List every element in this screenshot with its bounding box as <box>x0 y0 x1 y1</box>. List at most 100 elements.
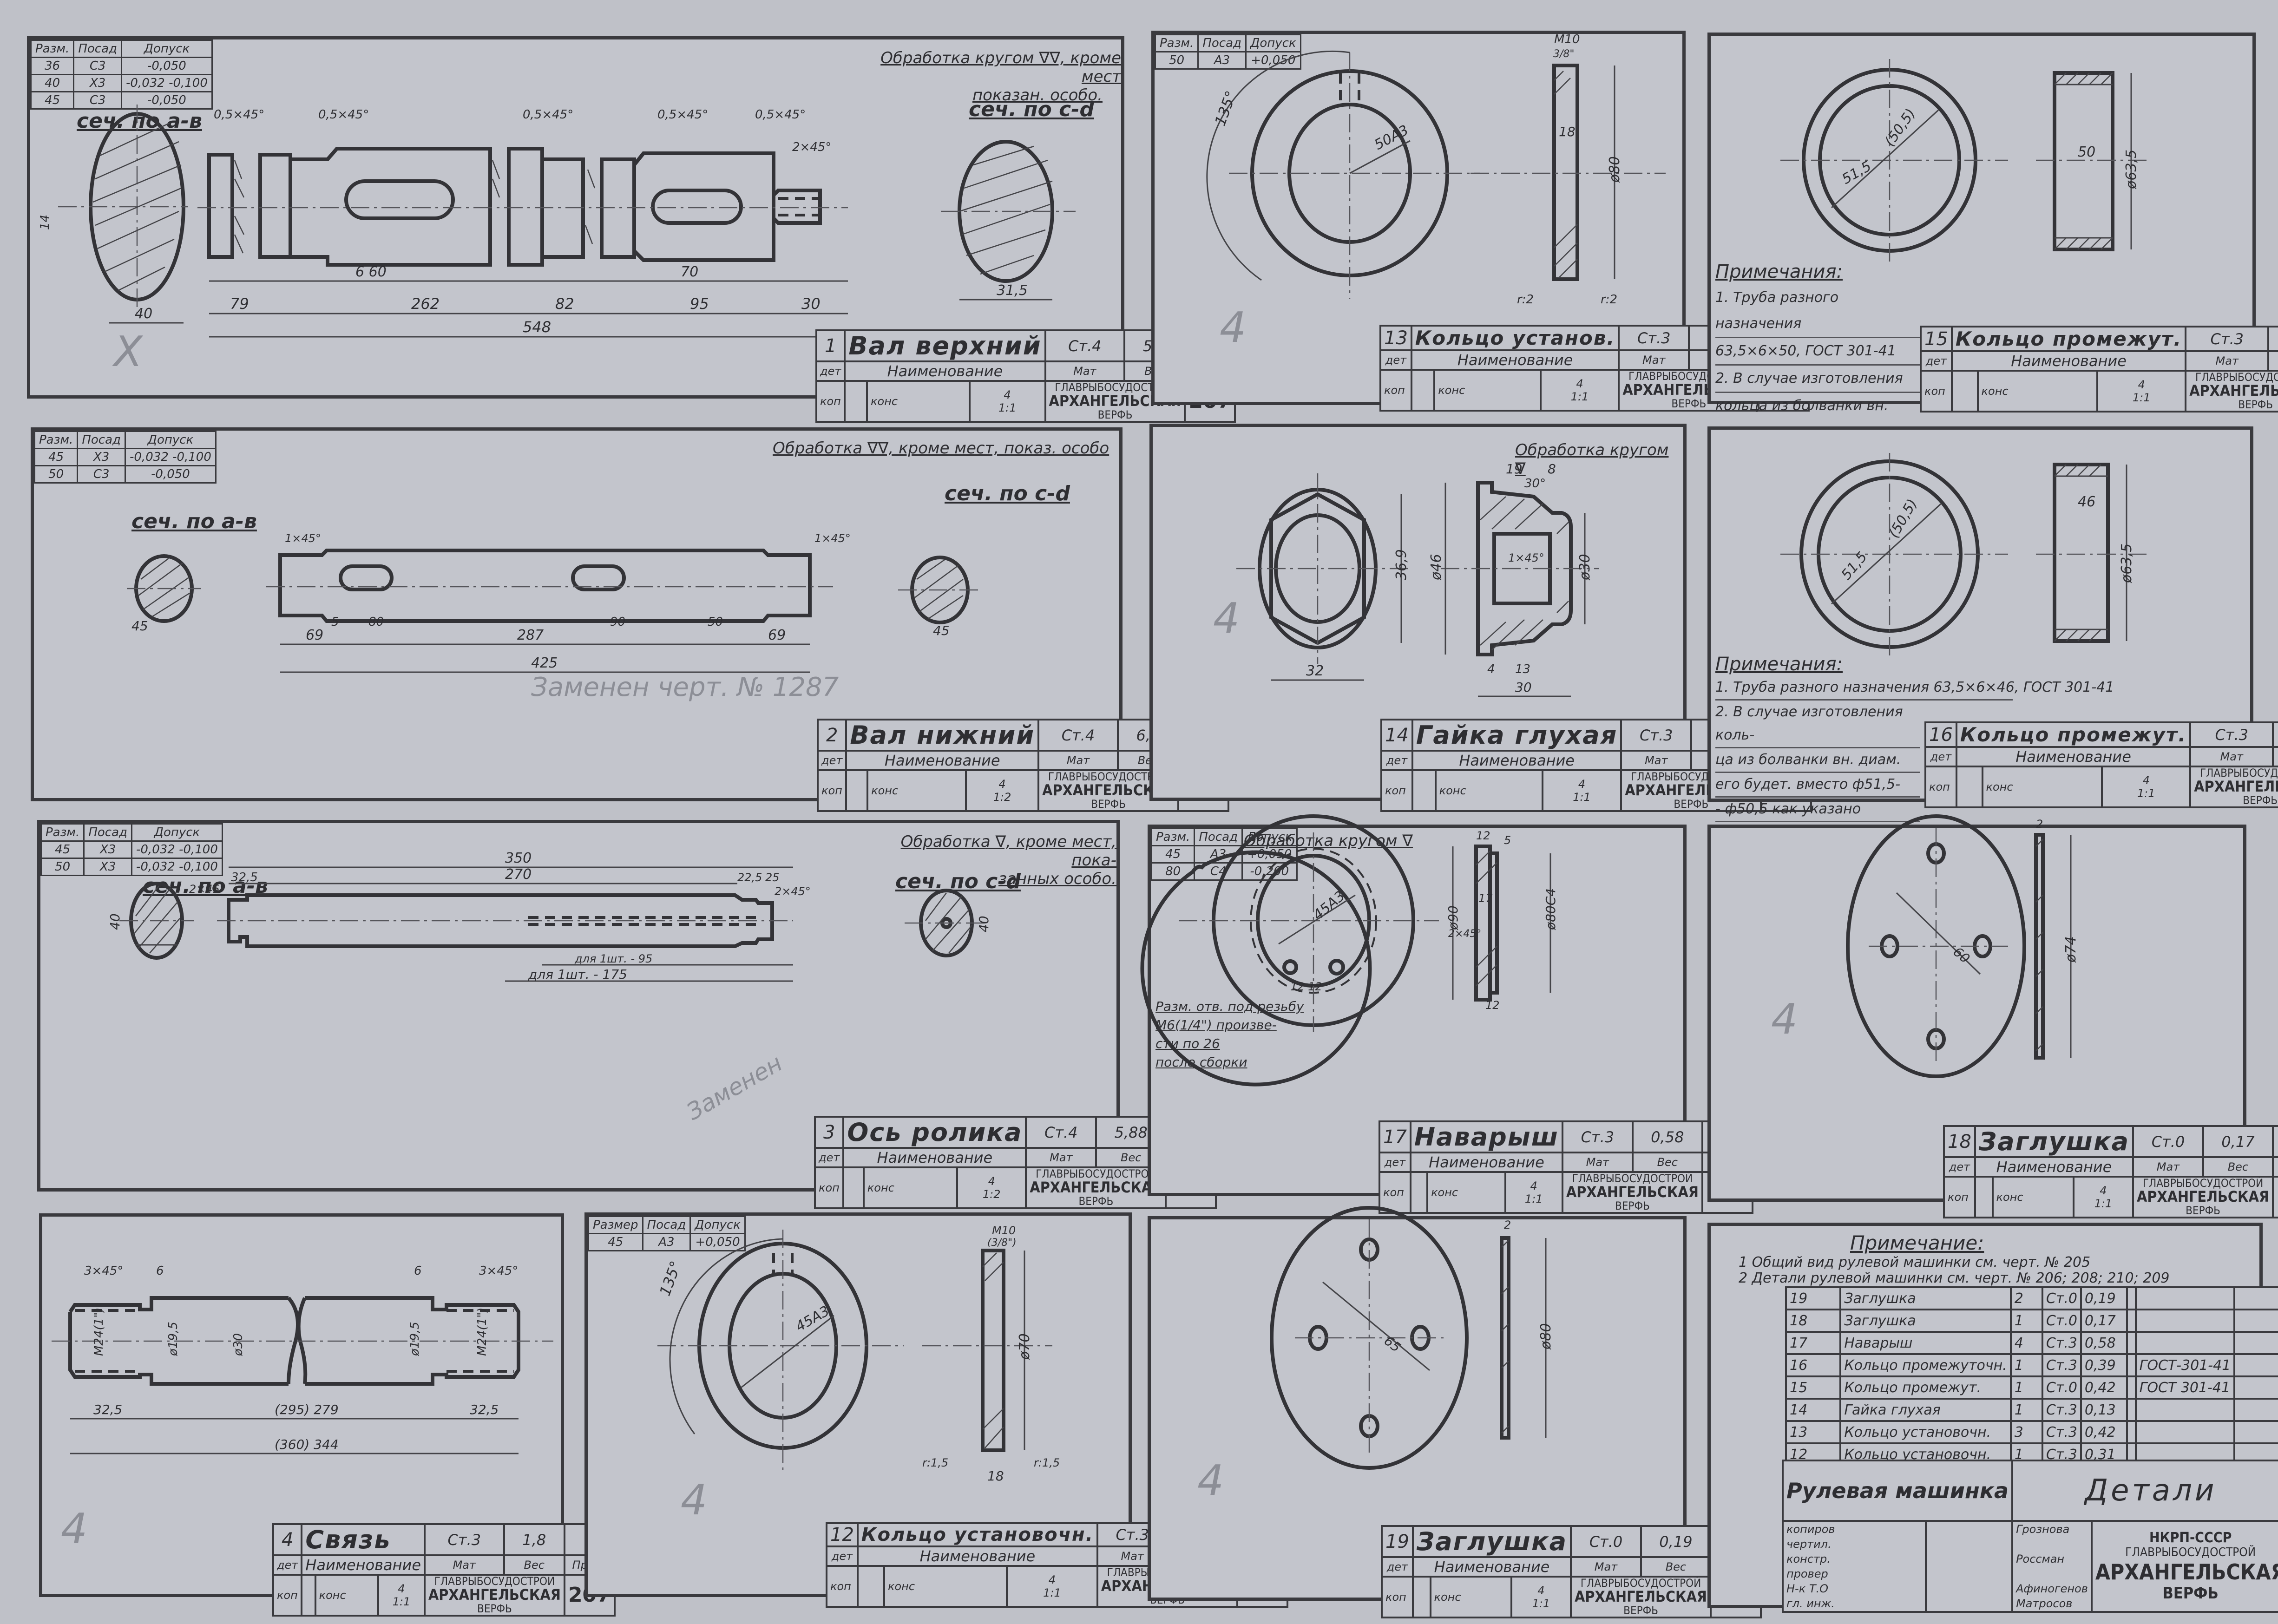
svg-text:40: 40 <box>107 913 123 930</box>
svg-text:1×45°: 1×45° <box>1508 551 1544 564</box>
svg-text:ø74: ø74 <box>2063 936 2079 963</box>
svg-text:M24(1"): M24(1") <box>92 1308 106 1356</box>
svg-text:262: 262 <box>411 295 440 313</box>
svg-text:32: 32 <box>1306 663 1324 679</box>
svg-text:69: 69 <box>306 627 323 643</box>
svg-text:(295) 279: (295) 279 <box>275 1402 339 1417</box>
svg-text:18: 18 <box>1559 124 1576 139</box>
pencil-mark: 4 <box>1220 303 1247 352</box>
pencil-note: Заменен черт. № 1287 <box>531 672 839 702</box>
svg-text:30: 30 <box>1515 680 1532 695</box>
section-label-ab: сеч. по а-в <box>131 510 257 533</box>
svg-text:2: 2 <box>1504 1218 1511 1231</box>
summary-notes: 1 Общий вид рулевой машинки см. черт. № … <box>1739 1254 2170 1286</box>
section-label-cd: сеч. по с-d <box>895 870 1021 893</box>
svg-text:5: 5 <box>1504 834 1511 847</box>
svg-text:ø80: ø80 <box>1538 1323 1554 1350</box>
pencil-mark: 4 <box>1771 995 1798 1044</box>
svg-text:13: 13 <box>1515 662 1530 676</box>
svg-text:65: 65 <box>1381 1333 1404 1356</box>
svg-text:270: 270 <box>505 866 532 883</box>
svg-text:1×45°: 1×45° <box>814 532 851 545</box>
drawing-title: Детали <box>2011 1460 2278 1522</box>
svg-text:r:2: r:2 <box>1517 293 1534 307</box>
svg-text:12: 12 <box>1476 829 1490 842</box>
summary-notes-title: Примечание: <box>1850 1231 1984 1254</box>
processing-note: Обработка ∇∇, кроме мест, показ. особо <box>773 439 1109 458</box>
ring-drawing: 51,5(50,5) ø63,5 46 <box>1780 453 2147 657</box>
svg-text:ø80С4: ø80С4 <box>1543 888 1558 930</box>
svg-text:1×45°: 1×45° <box>285 532 321 545</box>
svg-text:51,5: 51,5 <box>1839 158 1874 188</box>
svg-text:548: 548 <box>523 318 551 336</box>
svg-text:6 60: 6 60 <box>355 264 387 280</box>
svg-text:ø46: ø46 <box>1428 554 1444 581</box>
processing-note: Обработка кругом ∇∇, кроме мест показан.… <box>880 49 1121 105</box>
svg-text:3×45°: 3×45° <box>84 1264 123 1278</box>
svg-text:4: 4 <box>1487 662 1495 676</box>
svg-text:31,5: 31,5 <box>997 282 1028 299</box>
svg-text:0,5×45°: 0,5×45° <box>523 108 573 122</box>
svg-text:0,5×45°: 0,5×45° <box>318 108 369 122</box>
pencil-mark: 4 <box>61 1505 88 1553</box>
svg-text:(50,5): (50,5) <box>1882 106 1919 150</box>
svg-text:95: 95 <box>690 295 709 313</box>
pencil-mark: 4 <box>1213 594 1240 643</box>
svg-text:2×45°: 2×45° <box>189 883 225 896</box>
processing-note: Обработка ∇, кроме мест, пока-занных осо… <box>900 832 1116 888</box>
svg-text:r:1,5: r:1,5 <box>1034 1456 1060 1469</box>
svg-text:3×45°: 3×45° <box>479 1264 518 1278</box>
svg-text:0,5×45°: 0,5×45° <box>214 108 264 122</box>
svg-text:350: 350 <box>505 850 532 866</box>
svg-text:40: 40 <box>976 916 991 932</box>
svg-text:12: 12 <box>1485 999 1500 1012</box>
svg-text:ø30: ø30 <box>231 1333 245 1356</box>
notes: Примечания: 1. Труба разного назначения … <box>1715 653 2114 845</box>
svg-text:36,9: 36,9 <box>1393 549 1410 580</box>
svg-text:для 1шт. - 175: для 1шт. - 175 <box>528 967 627 982</box>
svg-text:6: 6 <box>156 1264 164 1278</box>
svg-text:5: 5 <box>331 615 339 629</box>
svg-text:80: 80 <box>368 615 384 629</box>
main-title-block: Рулевая машинка Детали 4 Заказ Дата 20.V… <box>1781 1460 2278 1613</box>
processing-note: Обработка кругом ∇ <box>1515 441 1669 478</box>
svg-text:М10: М10 <box>992 1224 1016 1237</box>
svg-text:70: 70 <box>681 264 698 280</box>
svg-text:для 1шт. - 95: для 1шт. - 95 <box>574 952 652 965</box>
pencil-mark: 4 <box>1197 1456 1224 1505</box>
product-name: Рулевая машинка <box>1781 1460 2014 1522</box>
svg-text:r:1,5: r:1,5 <box>922 1456 948 1469</box>
svg-text:135°: 135° <box>1211 88 1240 128</box>
svg-text:82: 82 <box>555 295 574 313</box>
svg-text:(3/8"): (3/8") <box>987 1237 1017 1249</box>
svg-text:0,5×45°: 0,5×45° <box>657 108 708 122</box>
svg-text:12 12: 12 12 <box>1290 980 1322 993</box>
svg-text:М10: М10 <box>1554 33 1580 46</box>
svg-text:ø80: ø80 <box>1607 156 1623 183</box>
svg-text:135°: 135° <box>656 1258 685 1298</box>
pencil-mark: 4 <box>681 1476 708 1525</box>
panel-part-15: 51,5(50,5) ø63,5 50 Примечания: 1. Труба… <box>1707 33 2278 501</box>
